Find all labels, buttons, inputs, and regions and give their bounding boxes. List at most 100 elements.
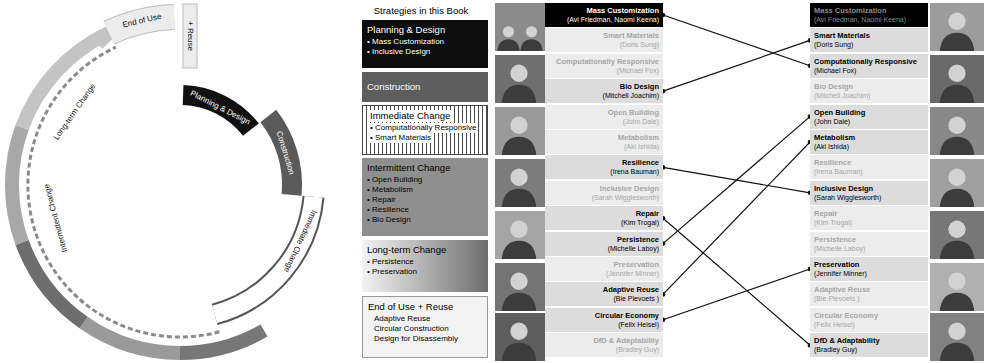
portrait-figure <box>940 117 975 155</box>
strategy-row: Preservation(Jennifer Minner) <box>545 257 663 281</box>
node-heading: Smart Materials <box>603 31 659 40</box>
node-text: (Kim Trogal) <box>814 218 852 227</box>
connector-group <box>661 13 813 68</box>
connector <box>663 142 810 294</box>
portrait <box>495 159 545 207</box>
node-heading: Mass Customization <box>586 6 659 15</box>
band <box>84 323 180 353</box>
portrait-figure <box>940 221 975 259</box>
phase-label: Construction <box>274 130 297 176</box>
portrait <box>495 3 545 51</box>
node-text: (Sarah Wigglesworth) <box>814 193 881 202</box>
node-text: (Michael Fox) <box>617 66 659 75</box>
node-heading: Long-term Change <box>367 244 446 256</box>
strategy-row: Computationally Responsive(Michael Fox) <box>810 54 928 78</box>
strategy-row: Mass Customization(Avi Friedman, Naomi K… <box>545 3 663 27</box>
strategy-row: Smart Materials(Doris Sung) <box>810 28 928 52</box>
node-text: • Repair <box>367 195 396 205</box>
node-heading: Immediate Change <box>368 110 452 122</box>
node-text: (Aki Ishida) <box>814 142 849 151</box>
node-text: • Preservation <box>367 267 417 277</box>
node-text: (Jennifer Minner) <box>814 269 867 278</box>
node-text: • Inclusive Design <box>367 47 430 57</box>
node-heading: Inclusive Design <box>814 184 873 193</box>
node-heading: Intermittent Change <box>367 162 450 174</box>
strategy-row: Inclusive Design(Sarah Wigglesworth) <box>545 181 663 205</box>
node-heading: Persistence <box>617 235 659 244</box>
node-text: (Avi Friedman, Naomi Keena) <box>814 15 906 24</box>
node-text: Circular Construction <box>368 324 449 334</box>
strategy-row: Open Building(John Dale) <box>545 105 663 129</box>
portrait-figure <box>940 169 975 207</box>
node-text: (Bie Plevoets ) <box>613 294 659 303</box>
node-heading: Persistence <box>814 235 856 244</box>
portrait-figure <box>502 169 537 207</box>
strategy-row: Inclusive Design(Sarah Wigglesworth) <box>810 181 928 205</box>
node-text: (Doris Sung) <box>814 40 853 49</box>
portrait <box>495 55 545 103</box>
phase-label: Intermittent Change <box>42 183 70 253</box>
phase-label: End of Use <box>122 12 163 31</box>
node-text: (Michael Fox) <box>814 66 856 75</box>
portrait-figure <box>502 323 537 361</box>
portrait <box>930 159 984 207</box>
portrait-figure <box>502 117 537 155</box>
node-heading: Mass Customization <box>814 6 887 15</box>
portrait-figure <box>940 65 975 103</box>
connector <box>663 117 810 244</box>
reuse-band <box>183 4 197 68</box>
node-heading: Computationally Responsive <box>814 57 917 66</box>
node-heading: Preservation <box>814 260 859 269</box>
portrait-figure <box>940 273 975 311</box>
node-text: (Bradley Guy) <box>814 345 857 354</box>
node-heading: Adaptive Reuse <box>814 285 870 294</box>
node-text: (Bie Plevoets ) <box>814 294 860 303</box>
node-text: (Michelle Laboy) <box>608 244 659 253</box>
band <box>180 331 264 354</box>
node-heading: Computationally Responsive <box>556 57 659 66</box>
node-text: (Bradley Guy) <box>616 345 659 354</box>
strategy-row: Adaptive Reuse(Bie Plevoets ) <box>545 282 663 306</box>
node-text: (Aki Ishida) <box>624 142 659 151</box>
node-text: (Kim Trogal) <box>621 218 659 227</box>
strategy-row: DfD & Adaptability(Bradley Guy) <box>810 333 928 357</box>
node-heading: Resilience <box>814 158 851 167</box>
band <box>22 33 109 128</box>
panel-heading: Strategies in this Book <box>374 6 469 16</box>
strategy-row: Resilience(Irena Bauman) <box>810 155 928 179</box>
node-heading: Repair <box>814 209 837 218</box>
node-text: • Computationally Responsive <box>368 123 478 133</box>
node-heading: Smart Materials <box>814 31 870 40</box>
strategy-row: Repair(Kim Trogal) <box>810 206 928 230</box>
connector <box>663 269 810 320</box>
connector <box>663 15 810 66</box>
node-text: (Jennifer Minner) <box>606 269 659 278</box>
node-text: • Resilience <box>367 205 409 215</box>
node-text: (Mitchell Joachim) <box>603 91 659 100</box>
node-text: Adaptive Reuse <box>368 314 430 324</box>
node-text: • Bio Design <box>367 215 411 225</box>
connector-group <box>661 114 813 246</box>
strategy-row: Computationally Responsive(Michael Fox) <box>545 54 663 78</box>
strategy-row: Mass Customization(Avi Friedman, Naomi K… <box>810 3 928 27</box>
category-box: Construction <box>362 72 488 102</box>
node-heading: Metabolism <box>618 133 659 142</box>
connector-group <box>661 38 813 93</box>
node-text: (Sarah Wigglesworth) <box>592 193 659 202</box>
category-box: Long-term Change• Persistence• Preservat… <box>362 240 488 292</box>
node-heading: Repair <box>636 209 659 218</box>
band <box>22 243 84 323</box>
node-heading: End of Use + Reuse <box>368 301 453 313</box>
portrait <box>930 263 984 311</box>
node-text: (Avi Friedman, Naomi Keena) <box>567 15 659 24</box>
portrait <box>930 3 984 51</box>
node-text: (Irena Bauman) <box>814 167 863 176</box>
portrait-figure <box>940 13 975 51</box>
node-text: • Metabolism <box>367 185 413 195</box>
node-heading: DfD & Adaptability <box>814 336 880 345</box>
node-text: (Felix Heisel) <box>814 320 855 329</box>
node-heading: Bio Design <box>814 82 853 91</box>
node-text: (John Dale) <box>814 117 850 126</box>
node-text: (Mitchell Joachim) <box>814 91 870 100</box>
